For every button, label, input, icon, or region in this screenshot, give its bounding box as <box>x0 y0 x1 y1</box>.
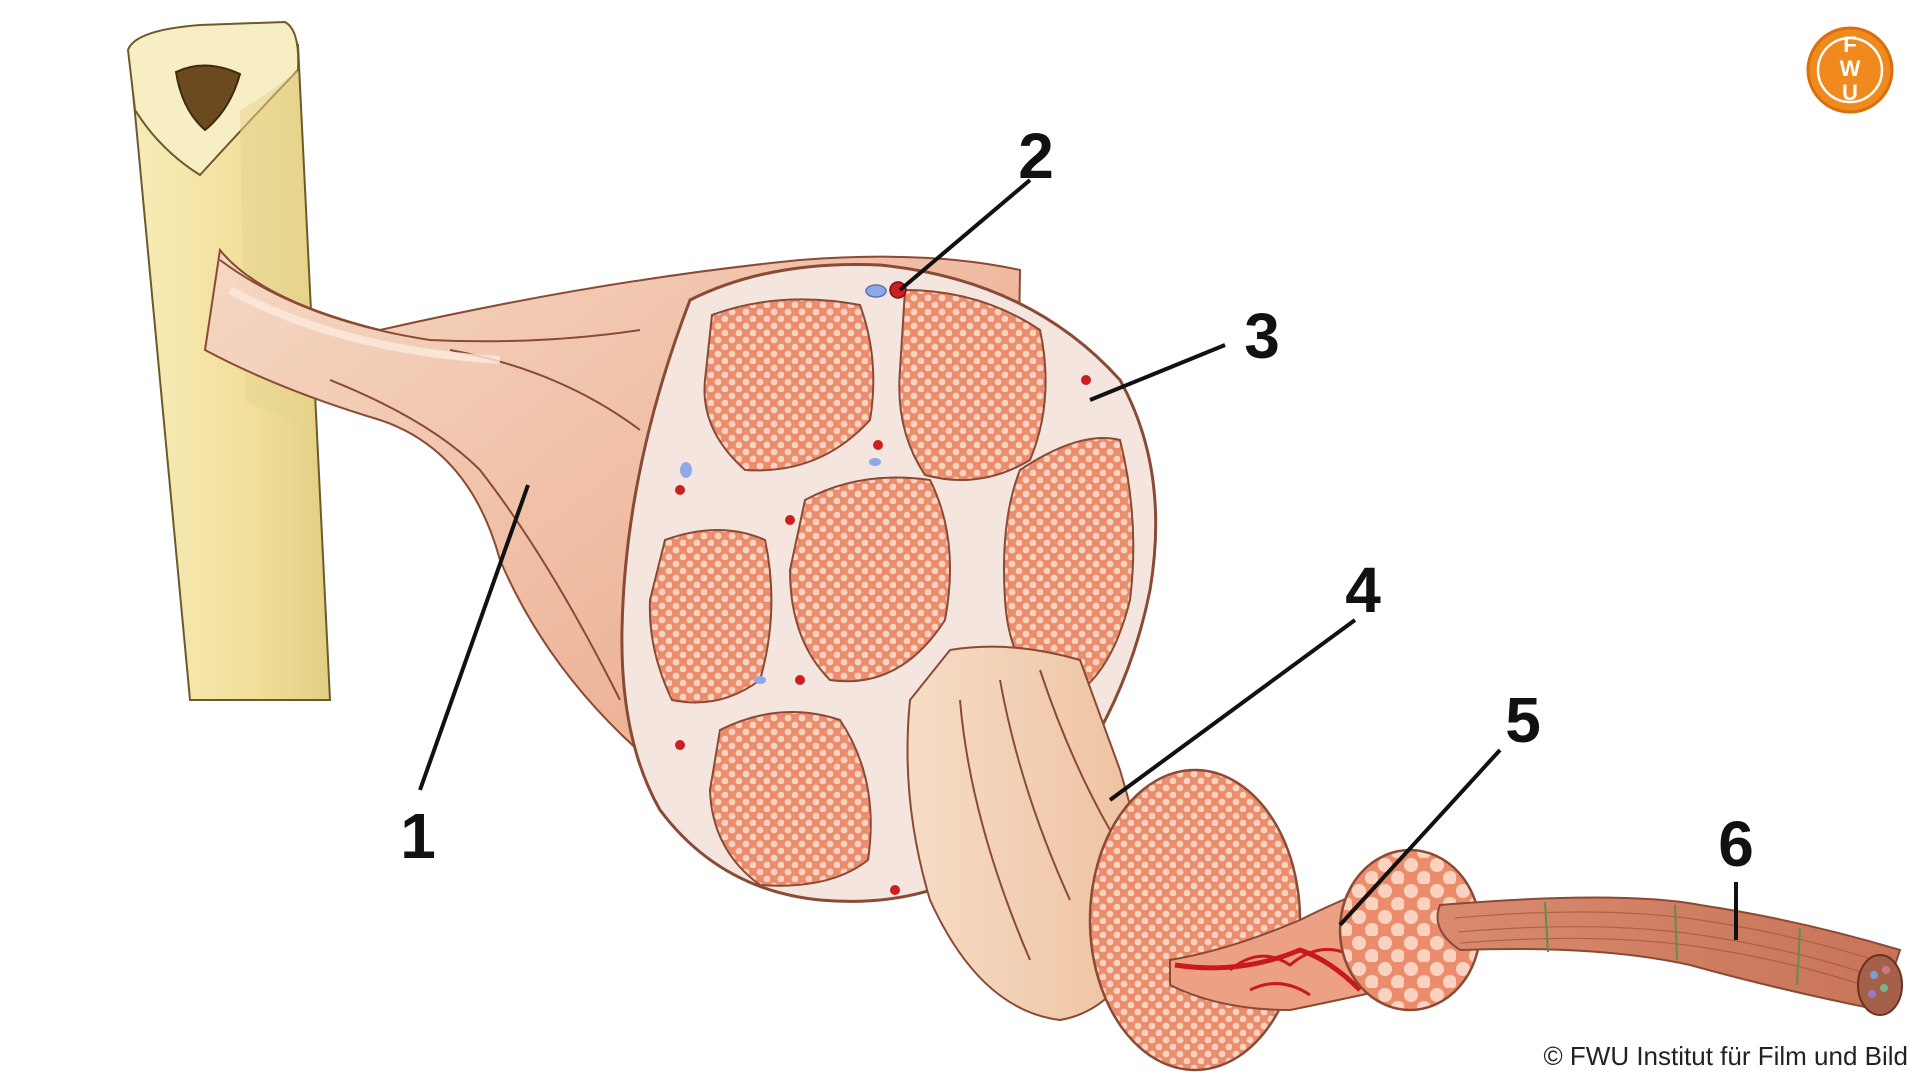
fascicle <box>1003 437 1135 702</box>
fascicle <box>648 529 773 704</box>
callout-5: 5 <box>1505 684 1541 756</box>
myofibril <box>1436 896 1903 1016</box>
leader-line-1 <box>418 484 530 791</box>
leader-line-4 <box>1108 618 1357 802</box>
callout-6: 6 <box>1718 808 1754 880</box>
callout-4: 4 <box>1345 554 1381 626</box>
fascicle-cross-section <box>1088 768 1302 1072</box>
leader-line-3 <box>1089 343 1226 402</box>
leader-line-2 <box>898 178 1032 292</box>
logo-letter: U <box>1842 80 1858 105</box>
fascicle <box>788 476 951 683</box>
fascicle <box>708 711 872 887</box>
callout-3: 3 <box>1244 300 1280 372</box>
leader-line-5 <box>1338 748 1502 927</box>
copyright-notice: © FWU Institut für Film und Bild <box>1543 1041 1908 1071</box>
callout-1: 1 <box>400 800 436 872</box>
fwu-logo: F W U <box>1806 26 1894 114</box>
leader-lines <box>418 178 1738 940</box>
logo-letter: F <box>1843 32 1856 57</box>
callout-2: 2 <box>1018 120 1054 192</box>
fascicle <box>898 288 1047 481</box>
fascicle <box>703 298 875 472</box>
logo-letter: W <box>1840 56 1861 81</box>
